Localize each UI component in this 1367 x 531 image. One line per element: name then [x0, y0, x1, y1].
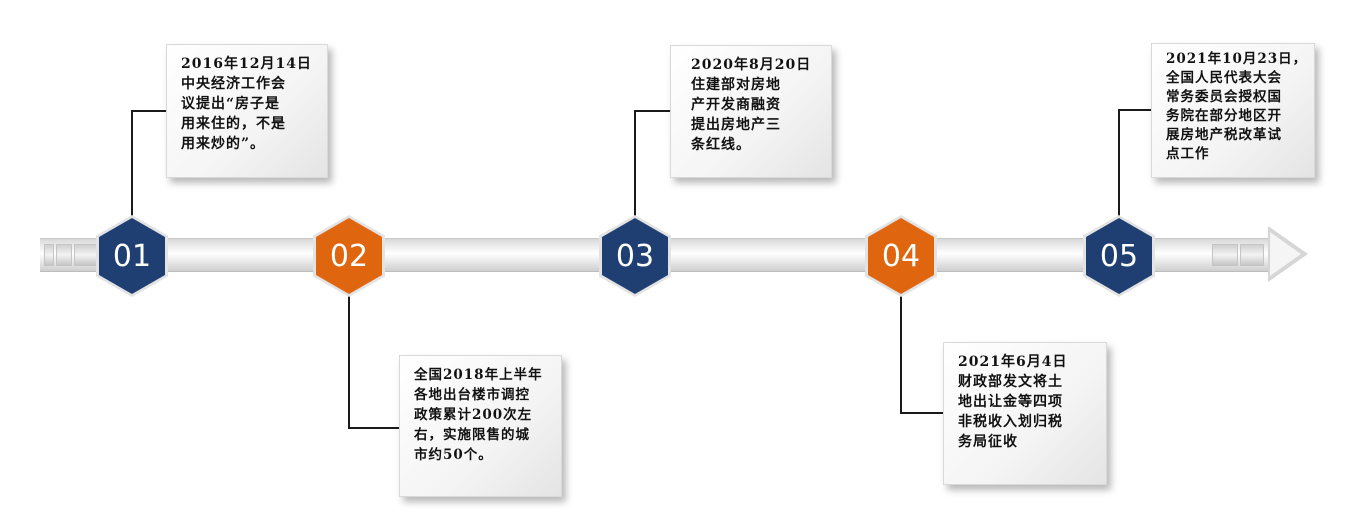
- connector-03: [634, 110, 670, 112]
- connector-02: [348, 292, 350, 428]
- connector-05: [1118, 110, 1120, 217]
- timeline-right-segment: [1240, 244, 1264, 266]
- card-line: 住建部对房地: [691, 77, 781, 93]
- connector-05: [1118, 109, 1152, 111]
- connector-03: [634, 111, 636, 217]
- card-line: 点工作: [1166, 146, 1210, 162]
- card-line: 产开发商融资: [691, 97, 781, 113]
- milestone-card-03: 2020年8月20日 住建部对房地 产开发商融资 提出房地产三 条红线。: [670, 45, 832, 178]
- card-line: 政策累计200次左: [414, 407, 533, 423]
- connector-02: [348, 427, 400, 429]
- milestone-card-02: 全国2018年上半年 各地出台楼市调控 政策累计200次左 右，实施限售的城 市…: [399, 355, 562, 497]
- connector-01: [131, 111, 133, 217]
- card-line: 2020年8月20日: [691, 57, 812, 73]
- timeline-left-segment: [44, 244, 54, 266]
- card-line: 2021年6月4日: [958, 354, 1068, 370]
- milestone-card-04: 2021年6月4日 财政部发文将土 地出让金等四项 非税收入划归税 务局征收: [943, 342, 1107, 485]
- card-line: 用来炒的”。: [181, 136, 266, 152]
- timeline-right-segment: [1212, 244, 1238, 266]
- card-line: 议提出“房子是: [181, 96, 281, 112]
- card-line: 各地出台楼市调控: [414, 387, 530, 403]
- milestone-card-01: 2016年12月14日 中央经济工作会 议提出“房子是 用来住的，不是 用来炒的…: [166, 44, 328, 178]
- card-line: 地出让金等四项: [958, 394, 1063, 410]
- card-line: 非税收入划归税: [958, 414, 1063, 430]
- card-line: 右，实施限售的城: [414, 427, 530, 443]
- card-line: 务局征收: [958, 434, 1018, 450]
- card-line: 提出房地产三: [691, 117, 781, 133]
- connector-01: [131, 110, 167, 112]
- card-line: 条红线。: [691, 137, 751, 153]
- card-line: 用来住的，不是: [181, 116, 286, 132]
- card-line: 常务委员会授权国: [1166, 89, 1282, 105]
- milestone-card-05: 2021年10月23日， 全国人民代表大会 常务委员会授权国 务院在部分地区开 …: [1151, 43, 1315, 178]
- card-line: 财政部发文将土: [958, 374, 1063, 390]
- card-line: 务院在部分地区开: [1166, 108, 1282, 124]
- card-line: 市约50个。: [414, 447, 493, 463]
- card-line: 2021年10月23日，: [1166, 51, 1308, 67]
- card-line: 2016年12月14日: [181, 56, 312, 72]
- card-line: 展房地产税改革试: [1166, 127, 1282, 143]
- card-line: 全国2018年上半年: [414, 367, 543, 383]
- timeline-left-segment: [74, 244, 98, 266]
- connector-04: [900, 412, 944, 414]
- card-line: 中央经济工作会: [181, 76, 286, 92]
- card-line: 全国人民代表大会: [1166, 70, 1282, 86]
- connector-04: [900, 292, 902, 413]
- timeline-left-segment: [56, 244, 72, 266]
- timeline-arrow-highlight: [1270, 232, 1301, 276]
